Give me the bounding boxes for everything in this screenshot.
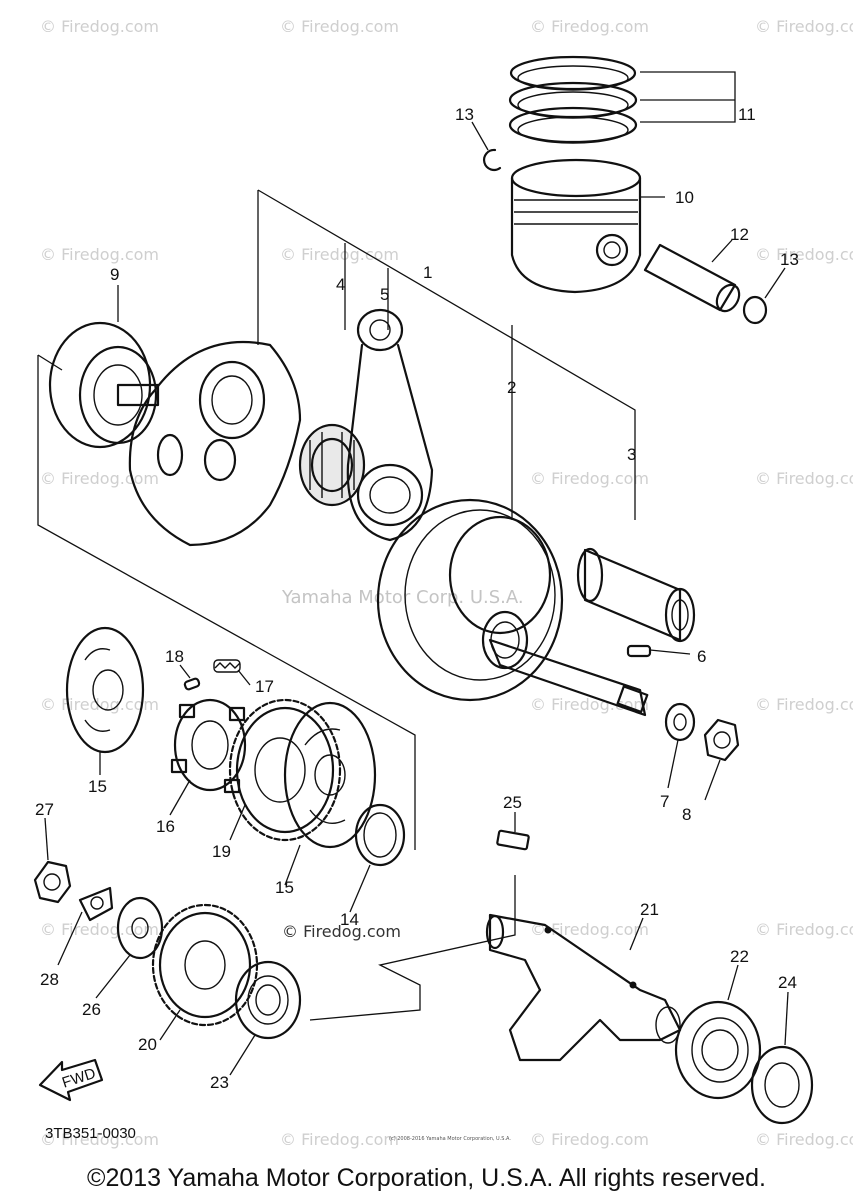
callout-21: 21: [640, 900, 659, 919]
callout-8: 8: [682, 805, 691, 824]
woodruff-key: [626, 644, 652, 658]
callout-24: 24: [778, 973, 797, 992]
shim-14: [354, 803, 406, 867]
callout-7: 7: [660, 792, 669, 811]
callout-10: 10: [675, 188, 694, 207]
watermark: © Firedog.com: [280, 245, 399, 264]
pin-18: [183, 677, 201, 691]
piston-rings: [508, 55, 638, 144]
watermark: © Firedog.com: [40, 17, 159, 36]
callout-15b: 15: [275, 878, 294, 897]
bearing-23: [234, 960, 302, 1040]
bracket-lines: [37, 71, 736, 1021]
nut: [703, 718, 740, 762]
left-crank-web: [128, 340, 302, 547]
piston: [510, 158, 642, 294]
big-end-bearing: [298, 423, 366, 507]
tiny-notice: (c) 2008-2016 Yamaha Motor Corporation, …: [389, 1136, 511, 1142]
forward-arrow: FWD: [38, 1058, 104, 1102]
callout-4: 4: [336, 275, 345, 294]
watermark: © Firedog.com: [40, 1130, 159, 1149]
callout-20: 20: [138, 1035, 157, 1054]
callout-1: 1: [423, 263, 432, 282]
callout-18: 18: [165, 647, 184, 666]
lock-washer-28: [78, 886, 114, 922]
piston-pin: [643, 243, 741, 313]
watermark: © Firedog.com: [280, 17, 399, 36]
callout-19: 19: [212, 842, 231, 861]
balancer-plate-right: [283, 701, 377, 849]
watermark: © Firedog.com: [755, 1130, 853, 1149]
callout-25: 25: [503, 793, 522, 812]
inline-watermark: © Firedog.com: [282, 922, 401, 941]
watermark: © Firedog.com: [530, 469, 649, 488]
callout-15a: 15: [88, 777, 107, 796]
left-bearing: [48, 321, 160, 449]
watermark: © Firedog.com: [40, 469, 159, 488]
watermark: © Firedog.com: [530, 17, 649, 36]
watermark: © Firedog.com: [755, 695, 853, 714]
balancer-plate-left: [65, 626, 145, 754]
bearing-22: [674, 1000, 762, 1100]
balancer-shaft: [485, 913, 682, 1062]
watermark: © Firedog.com: [755, 245, 853, 264]
right-crank-web: [376, 498, 649, 717]
gear-19: [228, 698, 342, 842]
watermark: © Firedog.com: [755, 920, 853, 939]
oil-seal-24: [750, 1045, 814, 1125]
callout-6: 6: [697, 647, 706, 666]
copyright-footer: ©2013 Yamaha Motor Corporation, U.S.A. A…: [87, 1164, 766, 1192]
callout-27: 27: [35, 800, 54, 819]
spring-17: [213, 659, 241, 673]
crank-pin: [576, 547, 696, 643]
callout-5: 5: [380, 285, 389, 304]
callout-13b: 13: [780, 250, 799, 269]
watermark: © Firedog.com: [755, 469, 853, 488]
callout-12: 12: [730, 225, 749, 244]
nut-27: [33, 860, 72, 904]
gear-20: [151, 903, 259, 1027]
watermark: © Firedog.com: [755, 17, 853, 36]
washer: [664, 702, 696, 742]
part-code: 3TB351-0030: [45, 1125, 136, 1142]
washer-26: [116, 896, 164, 960]
key-25: [496, 829, 530, 851]
callout-16: 16: [156, 817, 175, 836]
callout-23: 23: [210, 1073, 229, 1092]
callout-3: 3: [627, 445, 636, 464]
circlips: [483, 148, 768, 325]
callout-13a: 13: [455, 105, 474, 124]
watermark: © Firedog.com: [530, 1130, 649, 1149]
callout-2: 2: [507, 378, 516, 397]
callout-22: 22: [730, 947, 749, 966]
callout-11: 11: [738, 105, 756, 124]
callout-26: 26: [82, 1000, 101, 1019]
callout-9: 9: [110, 265, 119, 284]
leader-lines: [44, 121, 789, 1076]
watermark: © Firedog.com: [40, 920, 159, 939]
watermark: © Firedog.com: [280, 1130, 399, 1149]
watermark: © Firedog.com: [40, 245, 159, 264]
callout-17: 17: [255, 677, 274, 696]
callout-labels: 1 2 3 4 5 6 7 8 9 10 11 12 13 13 15 15 1…: [35, 105, 799, 1092]
center-watermark: Yamaha Motor Corp. U.S.A.: [281, 587, 524, 608]
connecting-rod: [346, 308, 434, 542]
callout-14: 14: [340, 910, 359, 929]
callout-28: 28: [40, 970, 59, 989]
crank-gear: [481, 610, 529, 670]
